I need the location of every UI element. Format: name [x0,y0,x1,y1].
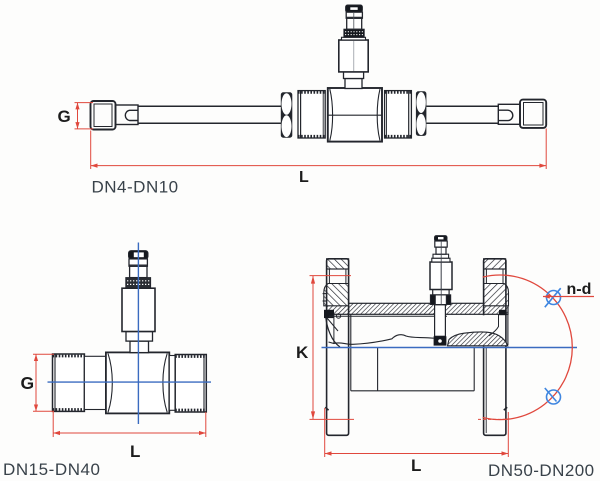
svg-text:n-d: n-d [567,281,592,298]
svg-text:L: L [299,169,309,186]
svg-text:G: G [21,373,35,393]
svg-text:L: L [411,456,421,475]
svg-text:DN50-DN200: DN50-DN200 [488,461,595,480]
svg-text:G: G [58,107,71,126]
svg-text:L: L [130,442,140,461]
svg-text:K: K [296,343,309,362]
svg-text:DN15-DN40: DN15-DN40 [3,460,101,479]
svg-text:DN4-DN10: DN4-DN10 [92,178,179,197]
